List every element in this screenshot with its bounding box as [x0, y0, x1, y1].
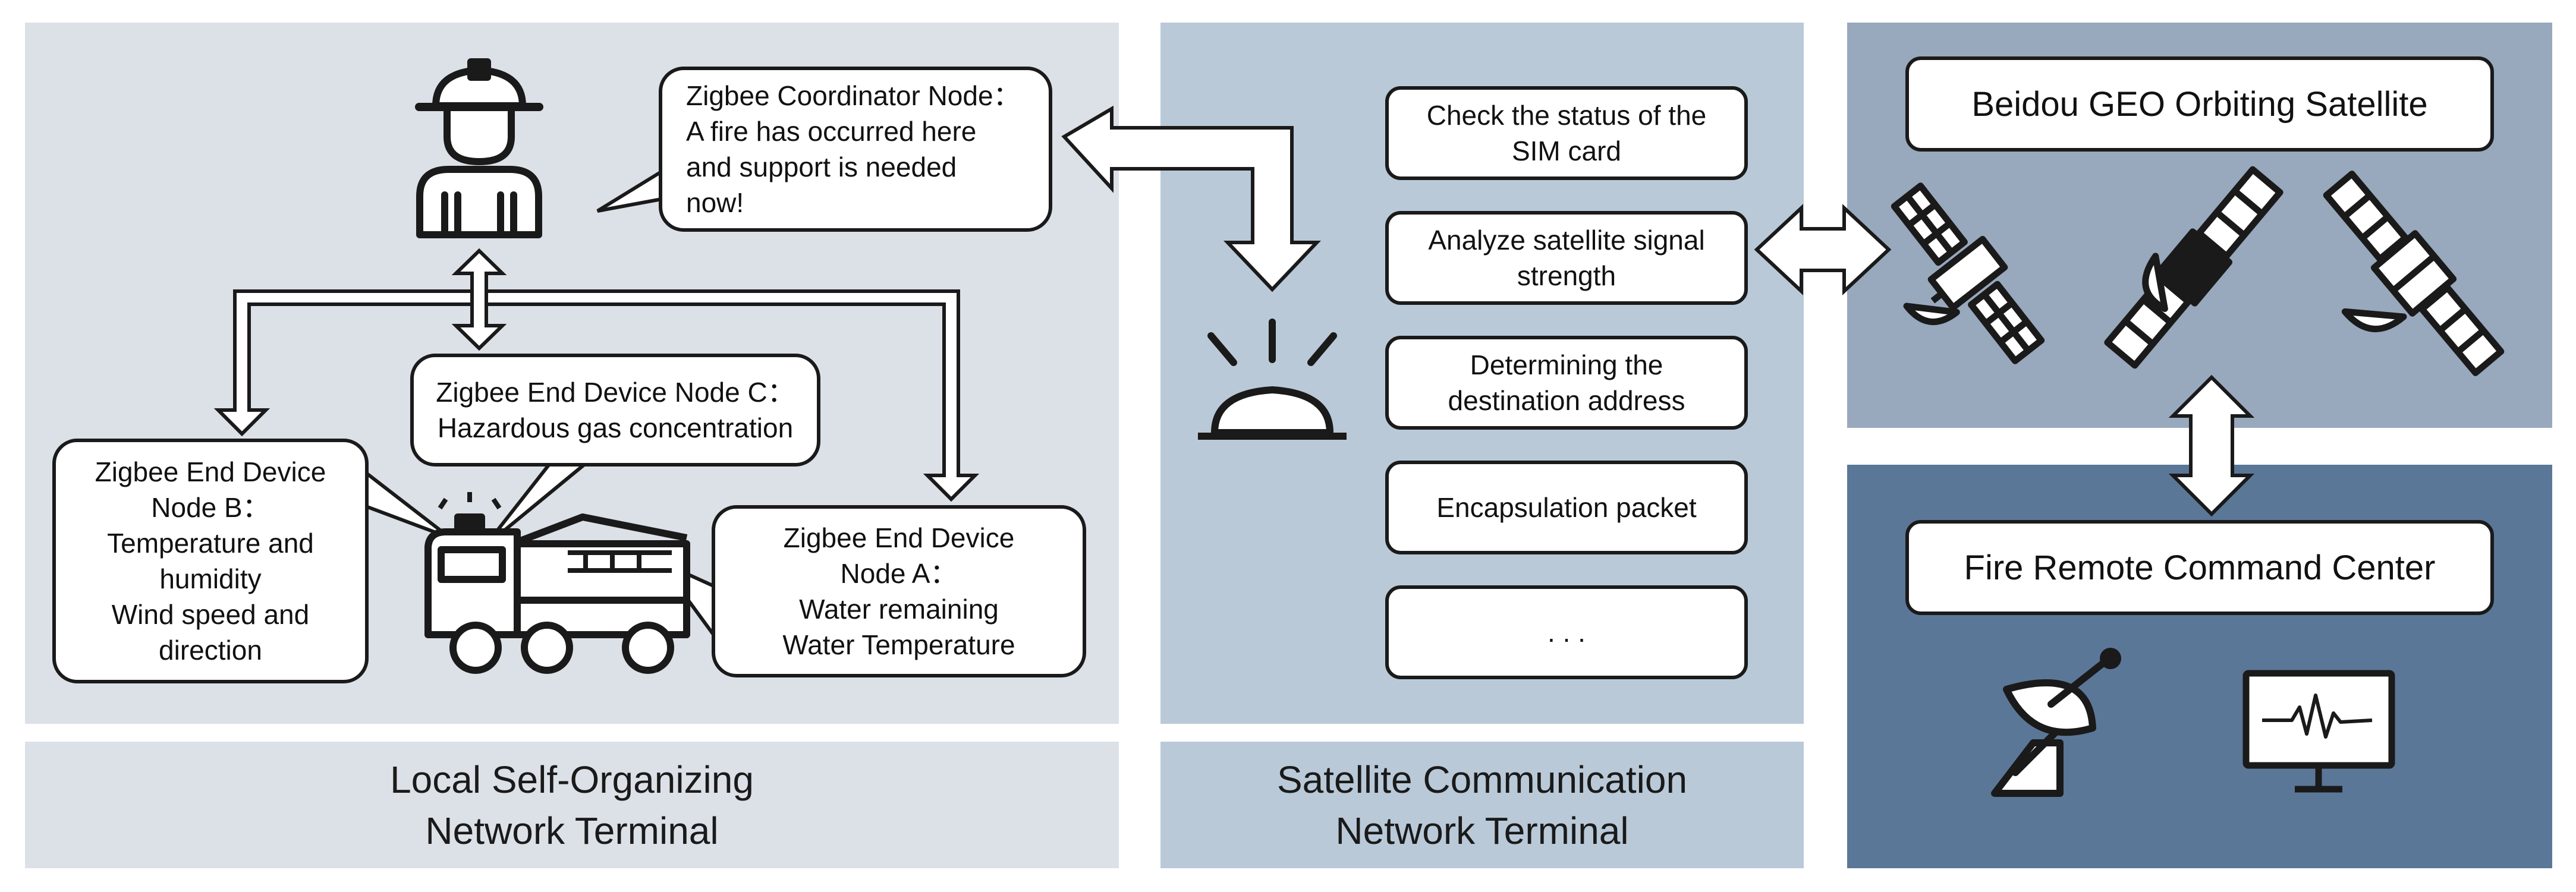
alarm-light-icon [1198, 319, 1347, 440]
local-network-footer-text: Local Self-Organizing Network Terminal [390, 758, 754, 852]
satellite-dish-icon [1991, 648, 2121, 797]
step-encapsulation: Encapsulation packet [1385, 461, 1748, 554]
coordinator-bubble-tail [596, 160, 679, 213]
command-center-title-box: Fire Remote Command Center [1905, 520, 2494, 615]
step-text: Determining the destination address [1448, 349, 1685, 416]
satellite-icon [1891, 182, 2045, 364]
firefighter-icon [415, 58, 543, 238]
node-b-text: Zigbee End Device Node B： Temperature an… [95, 456, 326, 666]
alarm-to-coordinator-arrow [1061, 105, 1321, 292]
step-more: . . . [1385, 585, 1748, 679]
node-a-text: Zigbee End Device Node A： Water remainin… [782, 522, 1015, 660]
beidou-command-double-arrow [2168, 374, 2255, 517]
branch-arrow [213, 289, 980, 502]
beidou-title-box: Beidou GEO Orbiting Satellite [1905, 56, 2494, 152]
step-text: Check the status of the SIM card [1426, 100, 1707, 166]
satellite-icon [2323, 171, 2505, 376]
step-signal-strength: Analyze satellite signal strength [1385, 211, 1748, 305]
step-check-sim: Check the status of the SIM card [1385, 86, 1748, 180]
coordinator-node-text: Zigbee Coordinator Node： A fire has occu… [686, 80, 1021, 218]
node-b-bubble: Zigbee End Device Node B： Temperature an… [52, 439, 369, 683]
step-text: Analyze satellite signal strength [1428, 225, 1705, 291]
satellite-beidou-double-arrow [1754, 204, 1892, 295]
beidou-title: Beidou GEO Orbiting Satellite [1971, 84, 2428, 124]
command-center-title: Fire Remote Command Center [1964, 548, 2436, 587]
step-text: Encapsulation packet [1436, 492, 1697, 523]
step-text: . . . [1548, 617, 1586, 648]
coordinator-node-bubble: Zigbee Coordinator Node： A fire has occu… [659, 67, 1052, 232]
firefighter-double-arrow [451, 248, 507, 351]
satellite-network-footer-panel [1160, 742, 1804, 868]
node-c-bubble: Zigbee End Device Node C： Hazardous gas … [410, 354, 820, 467]
monitor-icon [2242, 670, 2395, 793]
satellite-network-label: Satellite Communication Network Terminal [1160, 742, 1804, 868]
node-a-bubble: Zigbee End Device Node A： Water remainin… [712, 505, 1086, 677]
satellite-icon [2104, 166, 2284, 369]
fire-truck-icon [424, 492, 690, 674]
local-network-label: Local Self-Organizing Network Terminal [25, 742, 1119, 868]
step-destination-address: Determining the destination address [1385, 336, 1748, 430]
node-c-text: Zigbee End Device Node C： Hazardous gas … [436, 377, 795, 443]
local-network-footer-panel [25, 742, 1119, 868]
satellite-network-footer-text: Satellite Communication Network Terminal [1276, 758, 1688, 852]
